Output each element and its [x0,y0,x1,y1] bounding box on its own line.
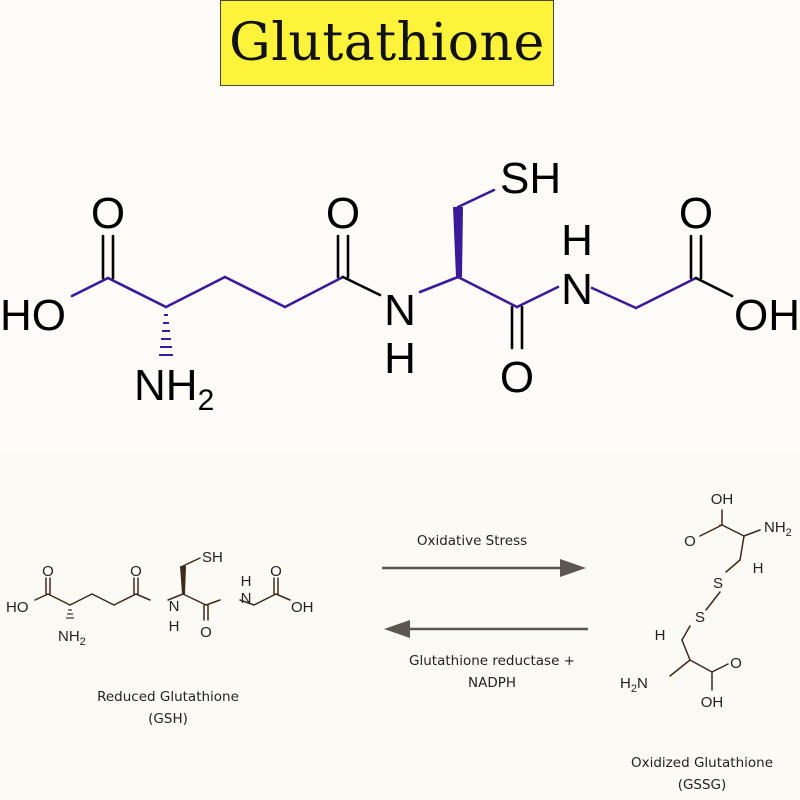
forward-label: Oxidative Stress [416,533,528,549]
bond [418,275,460,294]
reduced-caption: Reduced Glutathione (GSH) [78,686,258,730]
bond [515,285,560,309]
atom-label: H [241,573,252,590]
atom-label: O [91,189,125,238]
atom-label: H [655,627,666,644]
atom-label: NH2 [764,519,792,539]
atom-label: OH [711,491,734,508]
page-title: Glutathione [229,13,545,73]
atom-label: SH [202,549,223,566]
title-banner: Glutathione [220,0,554,86]
forward-arrow [382,559,586,577]
atom-label: O [200,624,212,641]
atom-label: H2N [620,675,648,695]
bond [223,275,287,309]
atom-label: H [384,334,416,383]
atom-label: OH [734,291,800,340]
atom-label: N [561,265,593,314]
bond [456,275,519,309]
atom-label: N [241,590,252,607]
atom-label: NH2 [58,628,86,648]
atom-label: H [561,216,593,265]
atom-label: N [169,598,180,615]
oxidized-name: Oxidized Glutathione [631,755,773,771]
atom-label: N [384,286,416,335]
atom-label: O [326,189,360,238]
reduced-name: Reduced Glutathione [97,689,239,705]
atom-label: OH [701,694,724,711]
atom-label: O [730,655,742,672]
reverse-label: Glutathione reductase + NADPH [382,650,602,694]
bond [456,188,496,209]
bond [70,276,110,298]
oxidized-caption: Oxidized Glutathione (GSSG) [604,752,800,796]
atom-label: SH [500,154,561,203]
atom-label: H [753,560,764,577]
gssg-structure: OH O NH2 H S S H H2N O OH [620,491,792,711]
bond [634,276,698,310]
reduced-abbr: (GSH) [148,711,188,727]
hash-bond [159,314,173,356]
bond [341,275,382,297]
bond [164,275,227,309]
atom-label: OH [291,599,314,616]
glutathione-main-structure: O HO NH2 O N H SH H N O O OH [0,154,800,417]
bond [283,275,345,309]
reverse-label-line1: Glutathione reductase + [409,653,575,669]
atom-label: HO [6,599,29,616]
atom-label: O [679,189,713,238]
reverse-arrow [384,620,588,638]
bond [106,276,168,309]
atom-label: O [130,563,142,580]
atom-label: HO [0,291,66,340]
atom-label: S [695,609,705,626]
atom-label: H [169,618,180,635]
bond [590,286,638,310]
atom-label: O [500,353,534,402]
atom-label: O [270,563,282,580]
oxidized-abbr: (GSSG) [677,777,727,793]
bond [694,276,734,298]
atom-label: O [42,563,54,580]
atom-label: O [684,533,696,550]
atom-label: NH2 [134,361,214,417]
wedge-bond [453,207,463,277]
reverse-label-line2: NADPH [467,675,517,691]
gsh-structure: SH O O HO NH2 N H H N O O OH [6,549,314,648]
atom-label: S [713,575,723,592]
